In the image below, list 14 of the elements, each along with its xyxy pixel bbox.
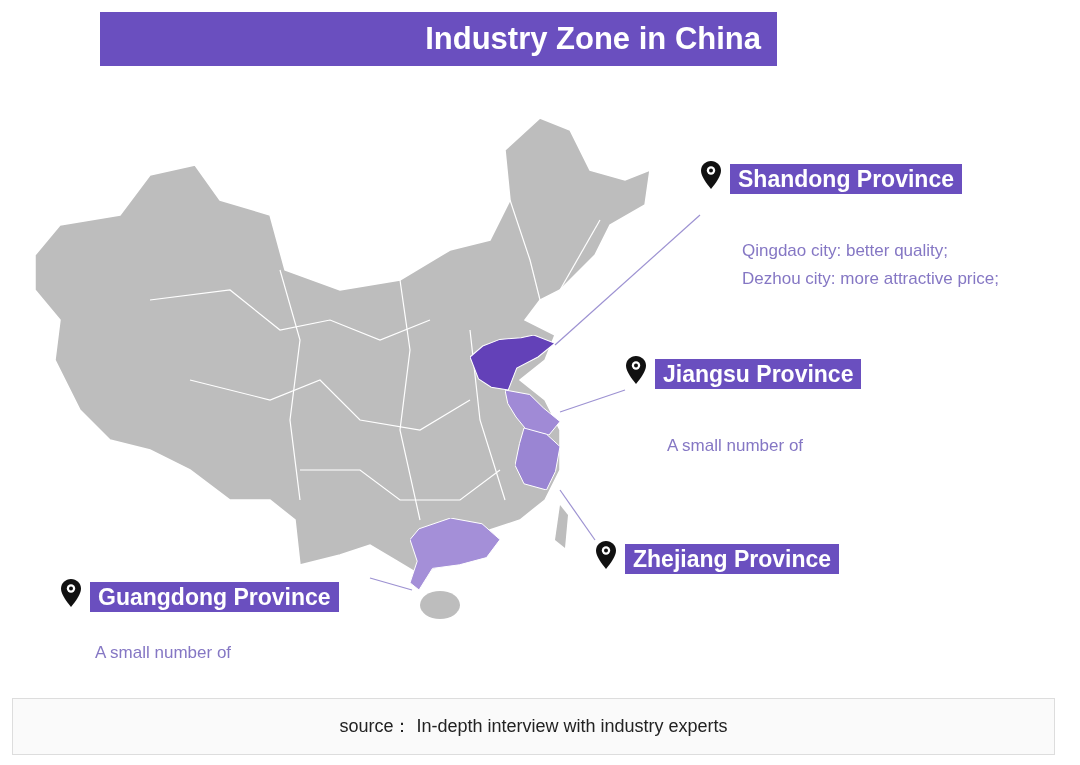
- province-heading: Zhejiang Province: [625, 544, 840, 574]
- description-text: Qingdao city: better quality;: [742, 242, 948, 260]
- province-heading: Jiangsu Province: [655, 359, 862, 389]
- leader-line: [559, 489, 596, 541]
- province-heading: Shandong Province: [730, 164, 962, 194]
- leader-line: [559, 389, 626, 413]
- description-text: A small number of: [95, 644, 232, 662]
- title-banner: Industry Zone in China: [100, 12, 777, 66]
- leader-line: [554, 214, 701, 346]
- province-heading: Guangdong Province: [90, 582, 339, 612]
- leader-line: [369, 577, 413, 591]
- description-text: A small number of: [667, 437, 804, 455]
- source-box: source： In-depth interview with industry experts: [12, 698, 1055, 755]
- description-text: Dezhou city: more attractive price;: [742, 270, 999, 288]
